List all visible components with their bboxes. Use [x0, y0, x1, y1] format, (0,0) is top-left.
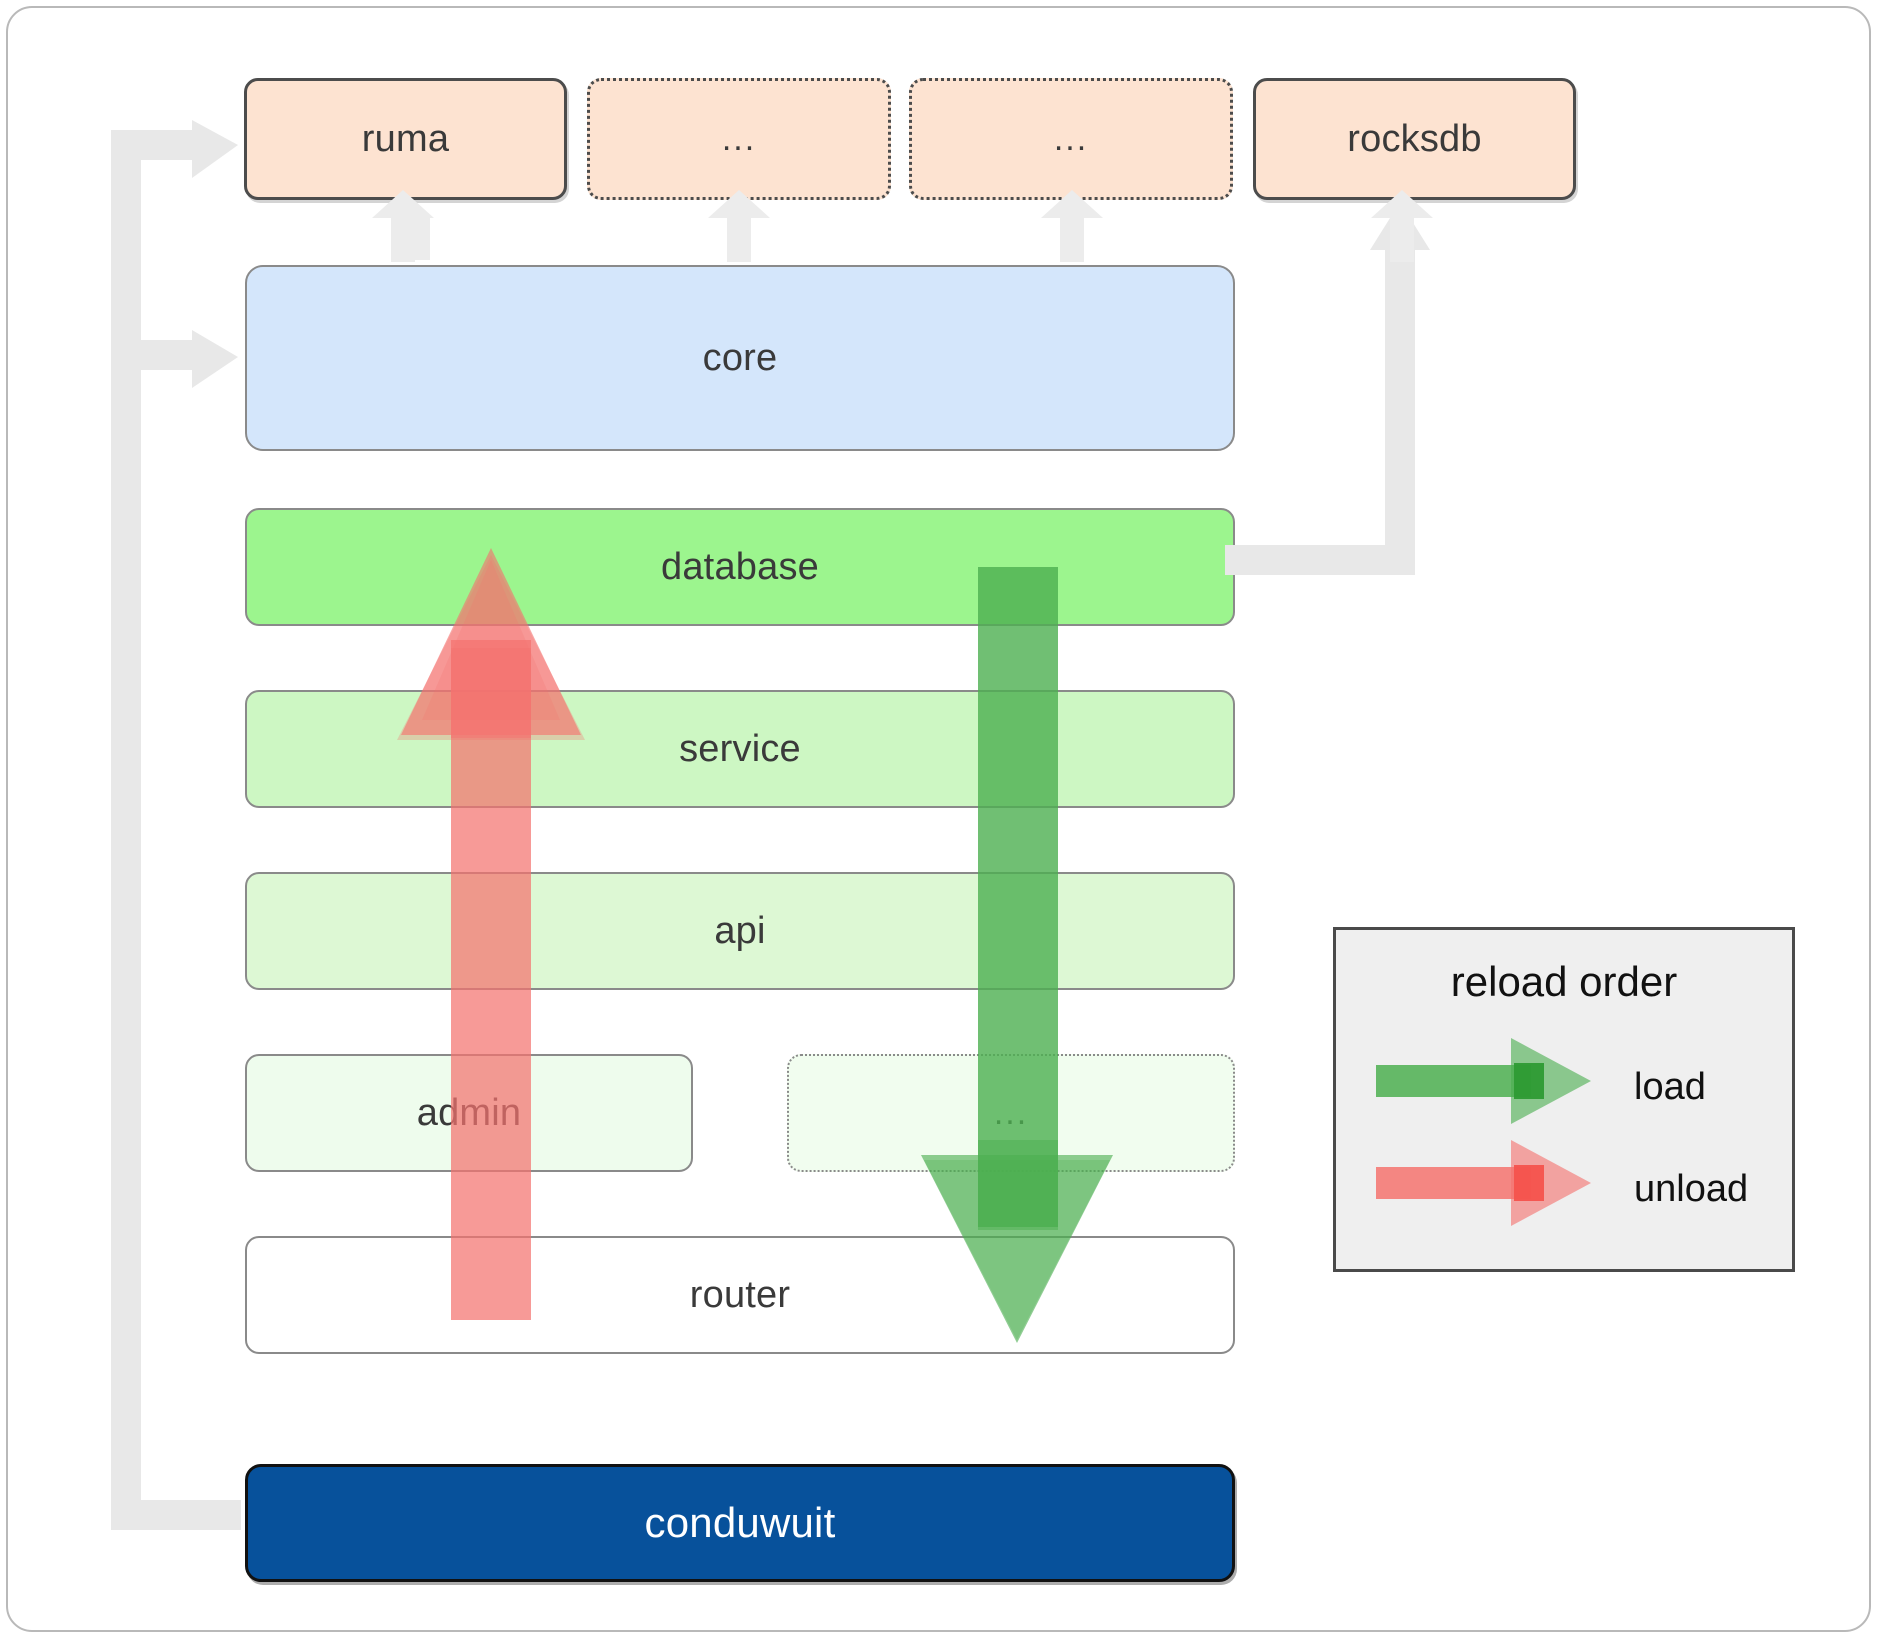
legend-title: reload order [1450, 958, 1678, 1005]
legend-arrow-swatches [1376, 1038, 1591, 1226]
node-label: ... [721, 119, 757, 158]
legend-load-arrow-icon [1376, 1038, 1591, 1124]
node-label: api [714, 909, 766, 952]
node-api[interactable]: api [245, 872, 1235, 990]
node-stack-placeholder[interactable]: ... [787, 1054, 1235, 1172]
node-label: router [689, 1273, 791, 1316]
legend-box: reload order load unload [1333, 927, 1795, 1272]
legend-unload-arrow-icon [1376, 1140, 1591, 1226]
node-rocksdb[interactable]: rocksdb [1253, 78, 1576, 200]
diagram-panel [6, 6, 1871, 1632]
node-external-placeholder-1[interactable]: ... [587, 78, 891, 200]
node-database[interactable]: database [245, 508, 1235, 626]
node-label: service [679, 727, 801, 770]
node-service[interactable]: service [245, 690, 1235, 808]
node-ruma[interactable]: ruma [244, 78, 567, 200]
node-label: conduwuit [644, 1499, 836, 1546]
node-label: ruma [361, 117, 450, 160]
node-label: database [661, 545, 819, 588]
node-label: ... [993, 1093, 1029, 1132]
node-router[interactable]: router [245, 1236, 1235, 1354]
node-conduwuit[interactable]: conduwuit [245, 1464, 1235, 1582]
node-label: ... [1053, 119, 1089, 158]
node-label: rocksdb [1347, 117, 1482, 160]
node-core[interactable]: core [245, 265, 1235, 451]
node-label: admin [416, 1091, 522, 1134]
legend-label-unload: unload [1634, 1168, 1749, 1210]
node-admin[interactable]: admin [245, 1054, 693, 1172]
node-label: core [702, 336, 778, 379]
legend-label-load: load [1634, 1066, 1706, 1108]
node-external-placeholder-2[interactable]: ... [909, 78, 1233, 200]
